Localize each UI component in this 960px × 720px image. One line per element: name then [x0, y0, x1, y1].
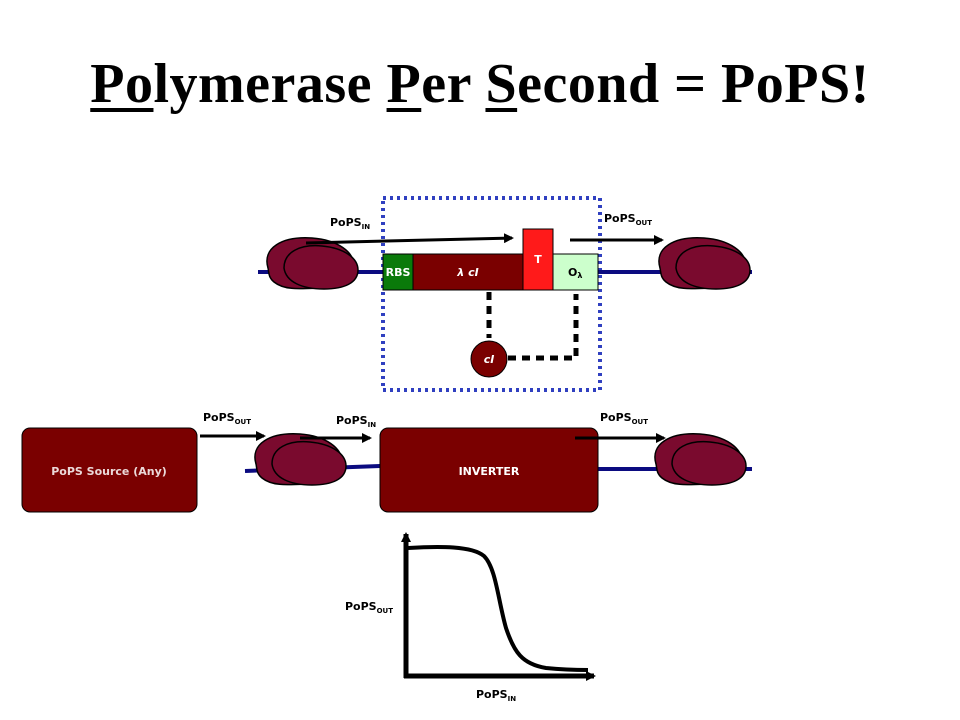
polymerase-icon	[254, 433, 347, 486]
pops-source-label: PoPS Source (Any)	[51, 465, 167, 478]
title-er: er	[421, 53, 486, 115]
repression-link	[508, 294, 579, 361]
polymerase-icon	[654, 433, 747, 486]
title-s: S	[485, 53, 518, 115]
gene-label: λ cI	[456, 266, 478, 279]
title-lymerase: lymerase	[153, 53, 387, 115]
polymerase-icon	[658, 237, 751, 290]
terminator-part	[522, 228, 554, 291]
x-axis-label: PoPSIN	[476, 688, 516, 703]
pops-out-label: PoPSOUT	[600, 411, 648, 426]
pops-in-arrow	[305, 233, 514, 245]
polymerase-icon	[266, 237, 359, 290]
ci-protein-label: cI	[484, 353, 495, 366]
operator-part	[552, 253, 599, 291]
pops-out-label: PoPSOUT	[604, 212, 652, 227]
terminator-label: T	[534, 253, 542, 266]
gene-part	[412, 253, 524, 291]
title-rest: econd = PoPS!	[517, 53, 870, 115]
pops-out-label: PoPSOUT	[203, 411, 251, 426]
title-po: Po	[90, 53, 154, 115]
transfer-curve	[407, 544, 589, 672]
inverter-label: INVERTER	[459, 465, 520, 478]
device-boundary-box	[381, 196, 602, 392]
inverter-box	[379, 427, 599, 513]
y-axis-label: PoPSOUT	[345, 600, 393, 615]
operator-label: Oλ	[568, 266, 582, 280]
ci-protein-icon	[470, 340, 508, 378]
pops-in-label: PoPSIN	[336, 414, 376, 429]
pops-source-box	[21, 427, 198, 513]
rbs-label: RBS	[386, 266, 411, 279]
page-title: Polymerase Per Second = PoPS!	[0, 52, 960, 116]
pops-in-label: PoPSIN	[330, 216, 370, 231]
title-p: P	[386, 53, 422, 115]
rbs-part	[382, 253, 414, 291]
